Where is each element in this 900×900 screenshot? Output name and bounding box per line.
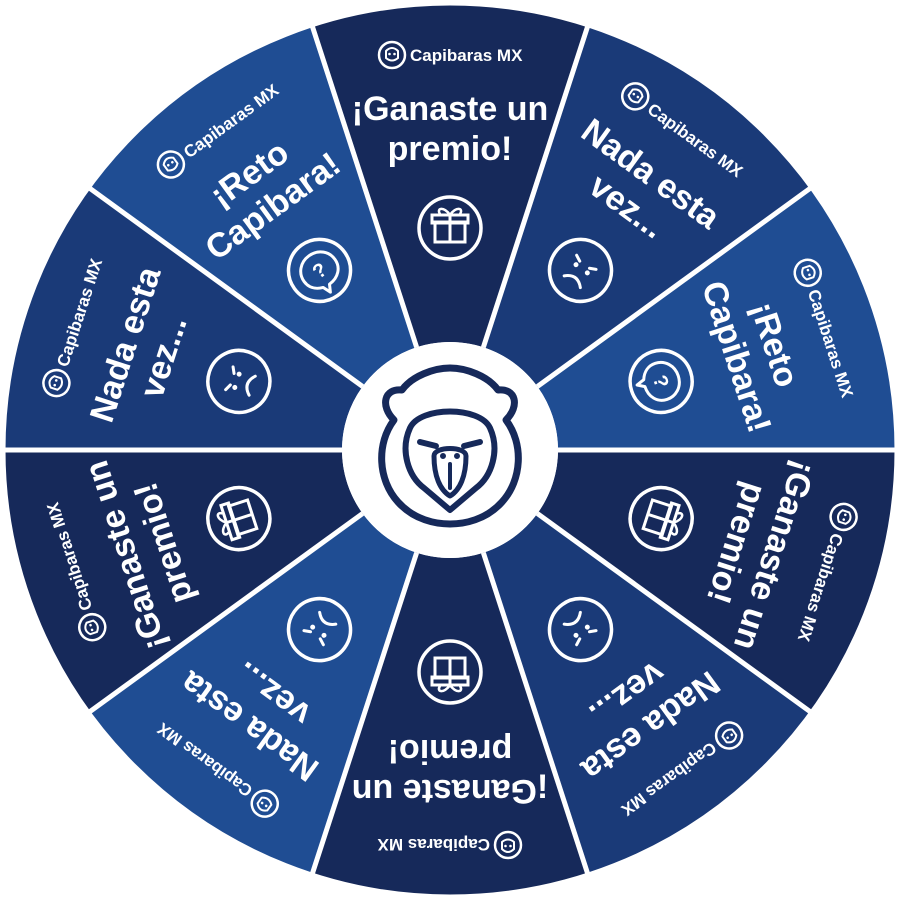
brand-name: Capibaras MX xyxy=(410,46,523,65)
gift-icon xyxy=(628,485,694,552)
segment-divider xyxy=(84,511,365,717)
sad-face-icon xyxy=(206,348,272,415)
segment-divider xyxy=(535,511,816,717)
segment-label: ¡Ganaste un xyxy=(352,772,548,810)
brand-name: Capibaras MX xyxy=(377,835,490,854)
segment-divider xyxy=(535,183,816,389)
segment-divider xyxy=(480,551,592,879)
segment-label: premio! xyxy=(388,130,513,168)
brand-logo: Capibaras MX xyxy=(377,830,523,860)
gift-icon xyxy=(417,195,483,261)
wheel-segment xyxy=(4,187,363,450)
sad-face-icon xyxy=(547,596,614,663)
wheel-segment xyxy=(3,450,363,713)
segment-divider xyxy=(308,551,420,879)
wheel-segment xyxy=(312,552,588,897)
center-hub[interactable] xyxy=(342,342,558,558)
gift-icon xyxy=(206,485,272,552)
segment-label: premio! xyxy=(388,732,513,770)
brand-logo: Capibaras MX xyxy=(377,40,523,70)
sad-face-icon xyxy=(547,237,614,304)
segment-label: ¡Ganaste un xyxy=(352,90,548,128)
wheel-segment xyxy=(537,187,896,450)
wheel-segment xyxy=(312,4,588,348)
sad-face-icon xyxy=(286,596,353,663)
gift-icon xyxy=(417,639,483,705)
segment-divider xyxy=(480,21,592,349)
segment-divider xyxy=(84,183,365,389)
wheel-segment xyxy=(537,450,896,713)
capybara-logo-icon xyxy=(378,364,522,528)
segment-divider xyxy=(308,21,420,349)
